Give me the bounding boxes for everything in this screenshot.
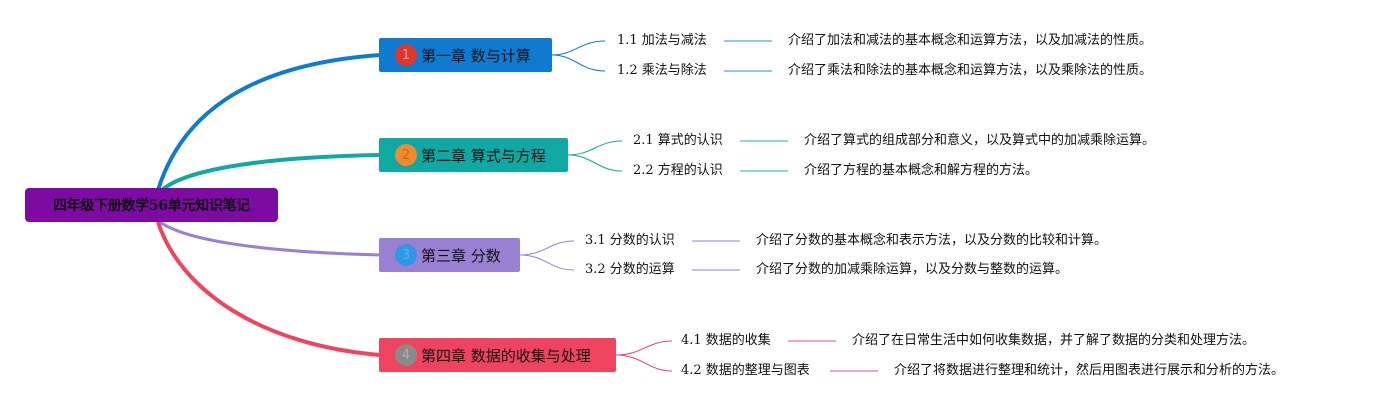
section-2-1-title[interactable]: 2.1 算式的认识 xyxy=(633,133,723,148)
section-3-2-desc: 介绍了分数的加减乘除运算，以及分数与整数的运算。 xyxy=(756,262,1069,277)
chapter-4-title: 第四章 数据的收集与处理 xyxy=(421,346,591,365)
chapter-3-node[interactable]: 3 第三章 分数 xyxy=(379,238,520,272)
section-2-1-desc: 介绍了算式的组成部分和意义，以及算式中的加减乘除运算。 xyxy=(804,133,1156,148)
connector-root-ch1 xyxy=(156,53,381,191)
connector-root-ch4 xyxy=(156,221,381,357)
root-title: 四年级下册数学56单元知识笔记 xyxy=(53,198,250,214)
section-1-1-desc: 介绍了加法和减法的基本概念和运算方法，以及加减法的性质。 xyxy=(788,33,1153,48)
chapter-1-number-badge: 1 xyxy=(395,44,417,66)
chapter-3-number-badge: 3 xyxy=(395,244,417,266)
connector-ch2-s1 xyxy=(567,140,623,156)
section-1-2-title[interactable]: 1.2 乘法与除法 xyxy=(617,63,707,78)
connector-ch4-s2 xyxy=(615,354,673,372)
section-3-2-title[interactable]: 3.2 分数的运算 xyxy=(585,262,675,277)
chapter-2-title: 第二章 算式与方程 xyxy=(421,146,546,165)
connector-root-ch3 xyxy=(159,220,381,257)
chapter-2-number-badge: 2 xyxy=(395,144,417,166)
root-node[interactable]: 四年级下册数学56单元知识笔记 xyxy=(25,188,278,222)
chapter-4-node[interactable]: 4 第四章 数据的收集与处理 xyxy=(379,338,616,372)
connector-ch4-s1 xyxy=(615,340,673,356)
section-4-1-title[interactable]: 4.1 数据的收集 xyxy=(681,333,771,348)
section-2-2-title[interactable]: 2.2 方程的认识 xyxy=(633,163,723,178)
section-2-2-desc: 介绍了方程的基本概念和解方程的方法。 xyxy=(804,163,1039,178)
connector-ch1-s1 xyxy=(551,40,606,56)
connector-ch3-s2 xyxy=(519,254,575,271)
section-1-2-desc: 介绍了乘法和除法的基本概念和运算方法，以及乘除法的性质。 xyxy=(788,63,1153,78)
chapter-1-title: 第一章 数与计算 xyxy=(421,46,531,65)
chapter-3-title: 第三章 分数 xyxy=(421,246,501,265)
connector-root-ch2 xyxy=(160,153,381,192)
section-4-2-desc: 介绍了将数据进行整理和统计，然后用图表进行展示和分析的方法。 xyxy=(894,363,1285,378)
section-1-1-title[interactable]: 1.1 加法与减法 xyxy=(617,33,707,48)
connector-ch1-s2 xyxy=(551,54,606,72)
connector-ch3-s1 xyxy=(519,240,575,256)
section-4-1-desc: 介绍了在日常生活中如何收集数据，并了解了数据的分类和处理方法。 xyxy=(852,333,1256,348)
section-4-2-title[interactable]: 4.2 数据的整理与图表 xyxy=(681,363,810,378)
chapter-2-node[interactable]: 2 第二章 算式与方程 xyxy=(379,138,568,172)
chapter-4-number-badge: 4 xyxy=(395,344,417,366)
connector-ch2-s2 xyxy=(567,154,623,172)
chapter-1-node[interactable]: 1 第一章 数与计算 xyxy=(379,38,552,72)
section-3-1-desc: 介绍了分数的基本概念和表示方法，以及分数的比较和计算。 xyxy=(756,233,1108,248)
section-3-1-title[interactable]: 3.1 分数的认识 xyxy=(585,233,675,248)
